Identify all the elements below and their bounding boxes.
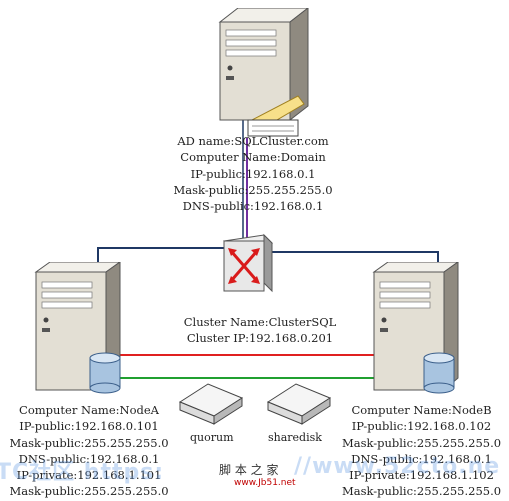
sharedisk-label: sharedisk <box>268 431 322 444</box>
dc-computer-name: Computer Name:Domain <box>180 150 326 165</box>
dc-info-text: AD name:SQLCluster.com Computer Name:Dom… <box>148 133 358 214</box>
dc-ip-public: IP-public:192.168.0.1 <box>190 166 316 181</box>
watermark-left-text: TC社区 https: <box>0 460 165 485</box>
cluster-ip: Cluster IP:192.168.0.201 <box>186 331 334 346</box>
sharedisk-disk-icon <box>266 383 332 425</box>
nodea-ip-public: IP-public:192.168.0.101 <box>19 419 159 434</box>
nodea-mask-public: Mask-public:255.255.255.0 <box>9 435 169 450</box>
nodeb-mask-private: Mask-public:255.255.255.0 <box>341 484 502 499</box>
quorum-label: quorum <box>190 431 234 444</box>
nodea-mask-private: Mask-public:255.255.255.0 <box>9 484 169 499</box>
domain-controller-server-icon <box>218 8 309 137</box>
watermark-site-url: www.Jb51.net <box>234 478 296 488</box>
nodeb-ip-public: IP-public:192.168.0.102 <box>351 419 492 434</box>
nodeb-mask-public: Mask-public:255.255.255.0 <box>341 435 502 450</box>
nodea-dns-public: DNS-public:192.168.0.1 <box>18 451 160 466</box>
nodeb-server-icon <box>372 262 459 394</box>
watermark-right-text: //www.52cto.ne <box>294 454 501 479</box>
dc-mask-public: Mask-public:255.255.255.0 <box>173 182 333 197</box>
nodea-server-icon <box>34 262 121 394</box>
nodea-ip-private: IP-private:192.168.1.101 <box>16 468 162 483</box>
cluster-info-text: Cluster Name:ClusterSQL Cluster IP:192.1… <box>140 314 380 347</box>
quorum-disk-icon <box>178 383 244 425</box>
nodea-info-text: Computer Name:NodeA IP-public:192.168.0.… <box>0 402 178 500</box>
watermark-site-cn: 脚 本 之 家 <box>219 461 279 478</box>
nodeb-ip-private: IP-private:192.168.1.102 <box>349 468 494 483</box>
nodeb-info-text: Computer Name:NodeB IP-public:192.168.0.… <box>334 402 509 500</box>
nodeb-computer-name: Computer Name:NodeB <box>351 403 492 417</box>
dc-ad-name: AD name:SQLCluster.com <box>177 134 329 148</box>
nodea-computer-name: Computer Name:NodeA <box>19 403 159 417</box>
cluster-name: Cluster Name:ClusterSQL <box>183 315 337 329</box>
network-switch-icon <box>222 233 274 293</box>
nodeb-dns-public: DNS-public:192.168.0.1 <box>351 451 492 466</box>
dc-dns-public: DNS-public:192.168.0.1 <box>182 199 324 214</box>
